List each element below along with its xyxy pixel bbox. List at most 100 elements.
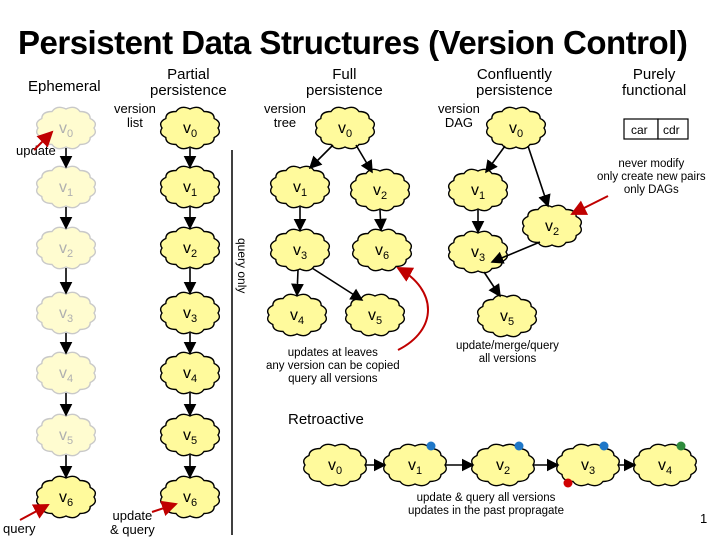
header-confluent: Confluently persistence [476, 66, 553, 99]
confluent-v0-subscript: 0 [517, 128, 523, 140]
ephemeral-v4: v4 [35, 351, 97, 395]
ephemeral-v6-shape [35, 475, 97, 519]
retro-v0: v0 [303, 443, 367, 487]
ephemeral-v3-subscript: 3 [67, 313, 73, 325]
partial-v4: v4 [159, 351, 221, 395]
ephemeral-v6-subscript: 6 [67, 497, 73, 509]
full-v2-shape [349, 168, 411, 212]
full-v2-subscript: 2 [381, 190, 387, 202]
ephemeral-v1-subscript: 1 [67, 187, 73, 199]
partial-v0: v0 [159, 106, 221, 150]
update-query-arrow [151, 500, 178, 517]
retro-v4: v4 [633, 443, 697, 487]
car-label: car [631, 123, 648, 137]
retro-v1-subscript: 1 [416, 465, 422, 477]
partial-v2-shape [159, 226, 221, 270]
partial-v3-subscript: 3 [191, 313, 197, 325]
retro-v3: v3 [556, 443, 620, 487]
functional-note: never modify only create new pairs only … [597, 158, 706, 196]
ephemeral-v5-subscript: 5 [67, 435, 73, 447]
version-list-label: version list [114, 101, 156, 130]
full-v5-subscript: 5 [376, 315, 382, 327]
confluent-v0-shape [485, 106, 547, 150]
ephemeral-v0-subscript: 0 [67, 128, 73, 140]
full-v5: v5 [344, 293, 406, 337]
partial-v2-subscript: 2 [191, 248, 197, 260]
partial-v2: v2 [159, 226, 221, 270]
full-v4-subscript: 4 [298, 315, 304, 327]
retro-dot-4 [676, 441, 686, 451]
ephemeral-v5-shape [35, 413, 97, 457]
confluent-edge-0-1 [485, 145, 506, 174]
partial-v6: v6 [159, 475, 221, 519]
confluent-edge-2-3 [490, 241, 541, 264]
partial-v0-shape [159, 106, 221, 150]
page-title: Persistent Data Structures (Version Cont… [18, 24, 688, 61]
full-v3: v3 [269, 228, 331, 272]
full-v3-shape [269, 228, 331, 272]
full-v1: v1 [269, 165, 331, 209]
ephemeral-v5: v5 [35, 413, 97, 457]
header-partial: Partial persistence [150, 66, 227, 99]
full-edge-2-6 [374, 209, 387, 232]
partial-v5-shape [159, 413, 221, 457]
full-v0: v0 [314, 106, 376, 150]
retro-v3-subscript: 3 [589, 465, 595, 477]
confluent-v5: v5 [476, 294, 538, 338]
retro-v2: v2 [471, 443, 535, 487]
full-v0-subscript: 0 [346, 128, 352, 140]
confluent-v5-shape [476, 294, 538, 338]
full-edge-0-2 [355, 144, 373, 174]
version-tree-label: version tree [264, 101, 306, 130]
ephemeral-v1-shape [35, 165, 97, 209]
retro-v4-subscript: 4 [666, 465, 672, 477]
query-label: query [3, 521, 36, 536]
partial-v5-subscript: 5 [191, 435, 197, 447]
cdr-box [657, 118, 689, 140]
confluent-v1-shape [447, 168, 509, 212]
confluent-v2: v2 [521, 204, 583, 248]
full-v3-subscript: 3 [301, 250, 307, 262]
full-v1-subscript: 1 [301, 187, 307, 199]
retro-v0-subscript: 0 [336, 465, 342, 477]
full-v1-shape [269, 165, 331, 209]
retro-v1: v1 [383, 443, 447, 487]
functional-note-arrow [570, 195, 609, 215]
ephemeral-v2: v2 [35, 226, 97, 270]
full-persistence-note: updates at leaves any version can be cop… [266, 347, 400, 385]
full-v4: v4 [266, 293, 328, 337]
confluent-v3-subscript: 3 [479, 252, 485, 264]
confluent-v2-subscript: 2 [553, 226, 559, 238]
retro-dot-1 [426, 441, 436, 451]
ephemeral-v4-subscript: 4 [67, 373, 73, 385]
version-dag-label: version DAG [438, 101, 480, 130]
update-query-label: update & query [110, 508, 155, 537]
confluent-v2-shape [521, 204, 583, 248]
confluent-edge-3-5 [483, 271, 501, 298]
full-v6-shape [351, 228, 413, 272]
partial-v5: v5 [159, 413, 221, 457]
ephemeral-v3: v3 [35, 291, 97, 335]
confluent-v1-subscript: 1 [479, 190, 485, 202]
retro-dot-3 [599, 441, 609, 451]
ephemeral-v1: v1 [35, 165, 97, 209]
header-ephemeral: Ephemeral [28, 78, 101, 95]
full-v2: v2 [349, 168, 411, 212]
confluent-edge-0-2 [527, 145, 551, 208]
full-v6-subscript: 6 [383, 250, 389, 262]
partial-v1-subscript: 1 [191, 187, 197, 199]
confluent-note: update/merge/query all versions [456, 340, 559, 365]
ephemeral-v0: v0 [35, 106, 97, 150]
ephemeral-v6: v6 [35, 475, 97, 519]
confluent-v5-subscript: 5 [508, 316, 514, 328]
full-edge-3-4 [291, 269, 304, 297]
partial-v4-shape [159, 351, 221, 395]
header-full: Full persistence [306, 66, 383, 99]
header-functional: Purely functional [622, 66, 687, 99]
query-arrow [19, 504, 50, 521]
confluent-v0: v0 [485, 106, 547, 150]
query-only-label: query only [235, 238, 249, 293]
retroactive-header: Retroactive [288, 411, 364, 428]
